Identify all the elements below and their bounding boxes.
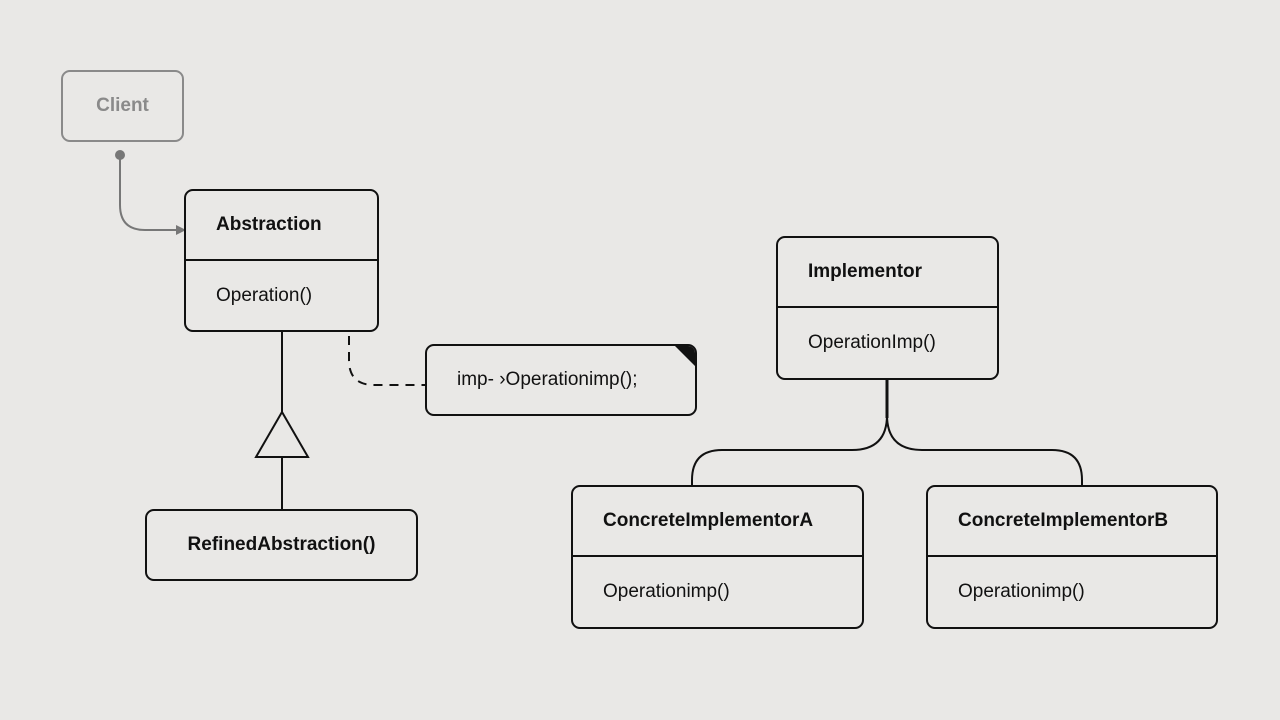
client-association-connector [115,150,186,235]
note-text: imp- ›Operationimp(); [457,369,638,390]
refined-abstraction-box: RefinedAbstraction() [145,509,418,581]
abstraction-class-box: Abstraction Operation() [184,189,379,332]
client-box: Client [61,70,184,142]
concrete-implementor-a-box: ConcreteImplementorA Operationimp() [571,485,864,629]
abstraction-class-name: Abstraction [186,191,377,261]
refined-abstraction-label: RefinedAbstraction() [187,534,376,555]
implementor-class-name: Implementor [778,238,997,308]
association-line [119,155,178,231]
branch-to-concrete-a [691,414,888,487]
concrete-implementor-b-name: ConcreteImplementorB [928,487,1216,557]
implementor-class-box: Implementor OperationImp() [776,236,999,380]
concrete-implementor-a-method: Operationimp() [603,581,730,602]
concrete-implementor-b-box: ConcreteImplementorB Operationimp() [926,485,1218,629]
branch-to-concrete-b [886,414,1083,487]
note-folded-corner [674,346,695,367]
implementor-tree-connector [691,380,1083,487]
abstraction-method: Operation() [216,285,313,306]
client-label: Client [96,95,149,116]
association-arrowhead [176,225,186,235]
note-anchor-dashed-line [348,320,426,386]
implementation-note: imp- ›Operationimp(); [425,344,697,416]
inheritance-triangle [254,410,310,458]
concrete-implementor-a-name: ConcreteImplementorA [573,487,862,557]
concrete-implementor-b-method: Operationimp() [958,581,1085,602]
implementor-method: OperationImp() [808,332,936,353]
inheritance-connector [254,332,310,510]
